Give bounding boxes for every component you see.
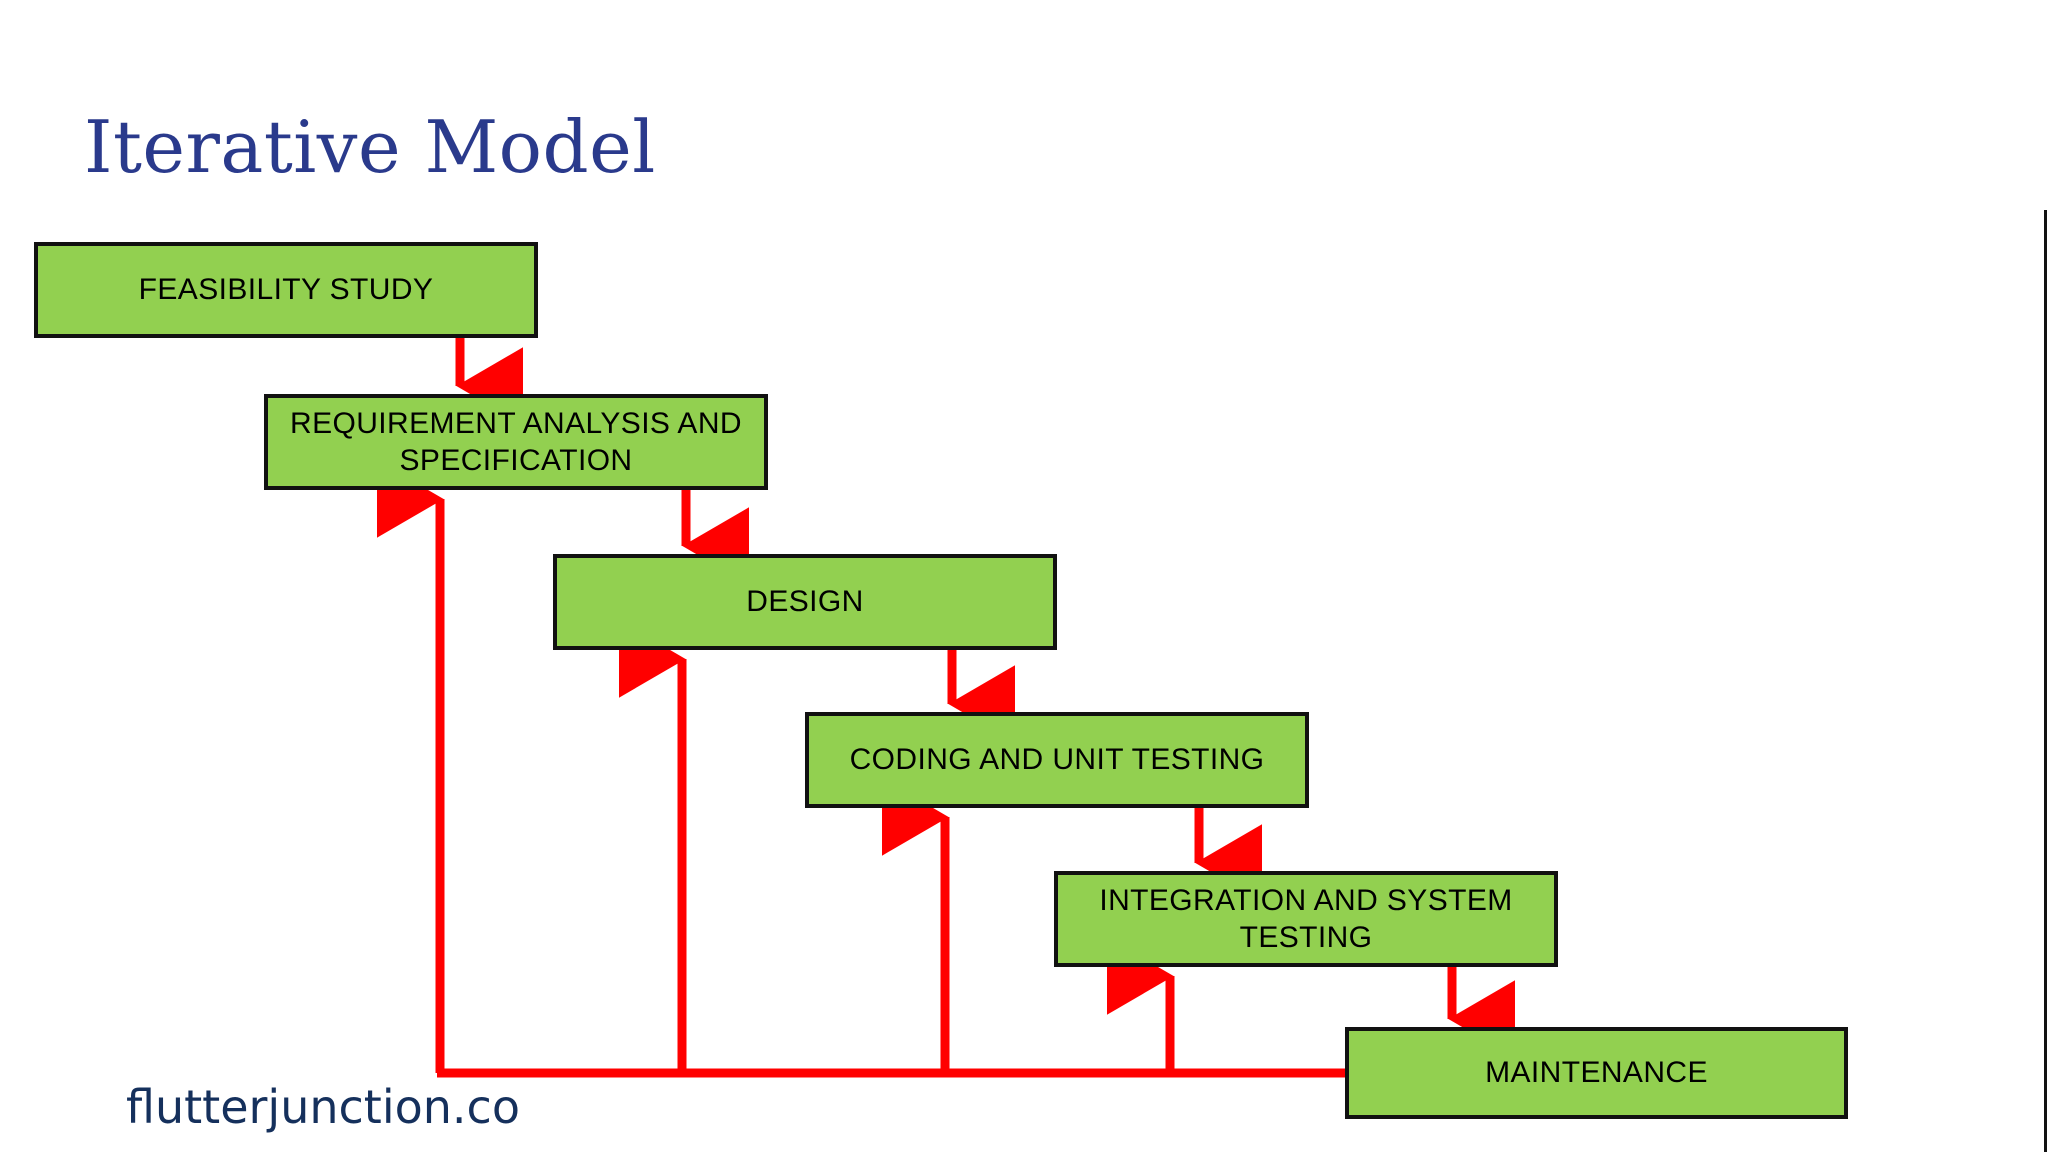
box-coding-unit-testing[interactable]: CODING AND UNIT TESTING — [805, 712, 1309, 808]
box-label-integration-system-testing: INTEGRATION AND SYSTEM TESTING — [1099, 883, 1513, 955]
box-label-design: DESIGN — [746, 585, 864, 619]
box-label-requirement-analysis: REQUIREMENT ANALYSIS AND SPECIFICATION — [290, 406, 742, 478]
watermark-text: flutterjunction.co — [126, 1080, 520, 1134]
box-requirement-analysis[interactable]: REQUIREMENT ANALYSIS AND SPECIFICATION — [264, 394, 768, 490]
box-maintenance[interactable]: MAINTENANCE — [1345, 1027, 1848, 1119]
box-design[interactable]: DESIGN — [553, 554, 1057, 650]
slide-edge-divider — [2044, 210, 2047, 1152]
box-integration-system-testing[interactable]: INTEGRATION AND SYSTEM TESTING — [1054, 871, 1558, 967]
box-label-coding-unit-testing: CODING AND UNIT TESTING — [849, 743, 1265, 777]
page-title: Iterative Model — [84, 105, 656, 189]
box-label-feasibility-study: FEASIBILITY STUDY — [138, 273, 434, 307]
box-feasibility-study[interactable]: FEASIBILITY STUDY — [34, 242, 538, 338]
box-label-maintenance: MAINTENANCE — [1485, 1056, 1708, 1090]
